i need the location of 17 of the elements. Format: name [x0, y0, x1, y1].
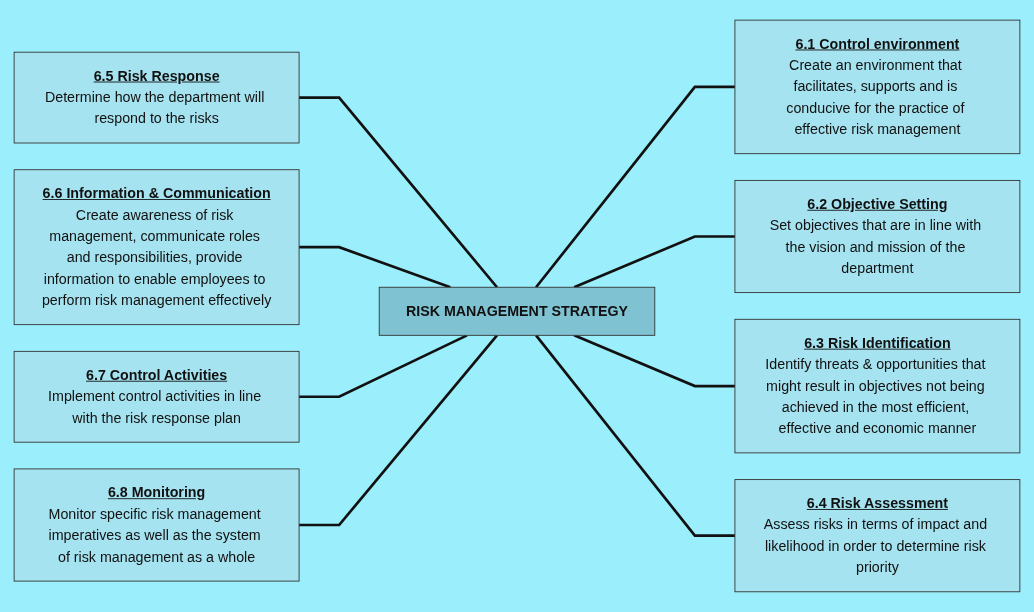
node-box: [13, 468, 300, 582]
node-box: [13, 169, 300, 326]
connector: [299, 96, 498, 289]
node-box: [378, 286, 656, 336]
node-box: [734, 479, 1021, 593]
connector: [573, 334, 735, 388]
connector: [535, 85, 735, 289]
connector: [535, 334, 735, 538]
connector: [299, 334, 468, 399]
connector: [573, 235, 735, 289]
node-box: [13, 51, 300, 144]
node-box: [734, 19, 1021, 155]
connector: [299, 245, 451, 289]
node-box: [13, 350, 300, 443]
node-box: [734, 180, 1021, 294]
node-box: [734, 318, 1021, 454]
connector: [299, 334, 498, 527]
